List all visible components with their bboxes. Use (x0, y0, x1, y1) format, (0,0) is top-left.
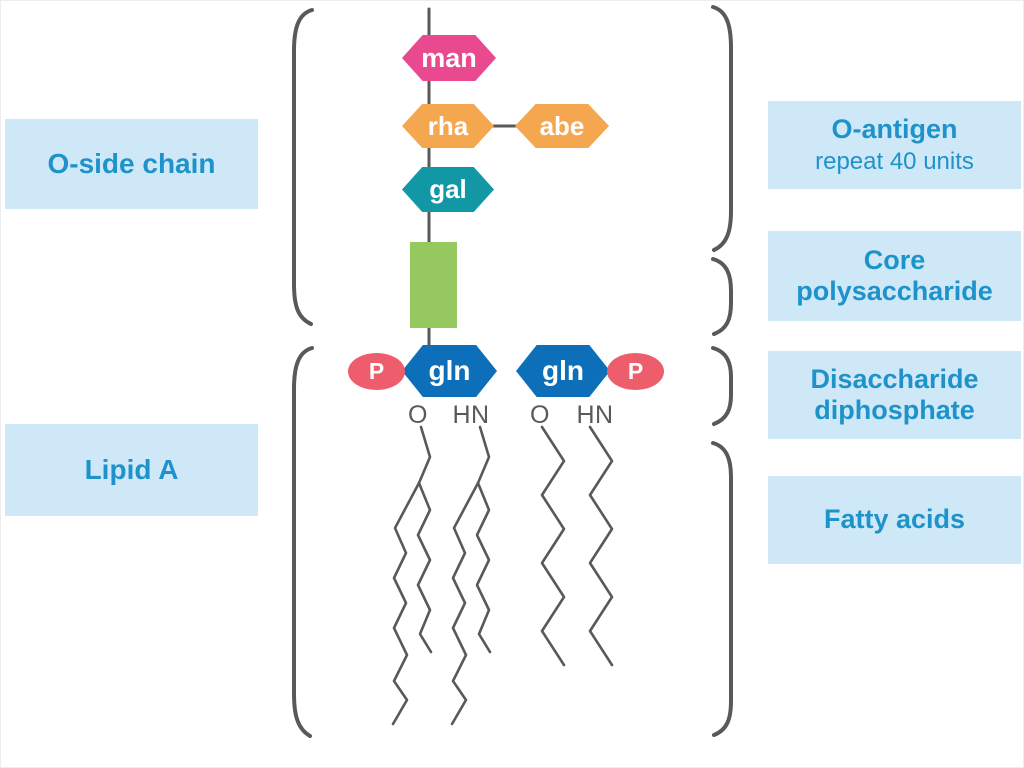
linkage-label-o-right: O (530, 401, 550, 429)
annotation-o-antigen-subtitle: repeat 40 units (815, 148, 974, 176)
annotation-box-core-polysaccharide: Core polysaccharide (768, 231, 1021, 321)
disaccharide-diphosphate-bracket (711, 346, 733, 426)
sugar-hexagon-abe: abe (515, 104, 609, 148)
linkage-label-o-left: O (408, 401, 428, 429)
phosphate-label-right: P (627, 358, 644, 384)
fatty-chain-3 (540, 425, 566, 667)
o-antigen-bracket (711, 5, 733, 252)
annotation-box-disaccharide-diphosphate: Disaccharide diphosphate (768, 351, 1021, 439)
fatty-chain-1-stem (417, 425, 432, 485)
left-brackets (292, 8, 314, 738)
fatty-chain-1-main (391, 481, 421, 726)
phosphate-label-left: P (368, 358, 385, 384)
fatty-acids-bracket (711, 441, 733, 737)
lipid-a-bracket (292, 346, 314, 738)
annotation-core-polysaccharide-label: Core polysaccharide (796, 244, 993, 306)
fatty-chain-1-branch (416, 481, 433, 654)
sugar-hexagon-gln-left: gln (402, 345, 497, 397)
annotation-box-o-side-chain: O-side chain (5, 119, 258, 209)
annotation-box-lipid-a: Lipid A (5, 424, 258, 516)
annotation-disaccharide-diphosphate-label: Disaccharide diphosphate (810, 363, 979, 425)
annotation-lipid-a-label: Lipid A (84, 453, 179, 485)
sugar-label-gln-right: gln (542, 355, 584, 386)
sugar-label-man: man (421, 42, 477, 73)
annotation-box-fatty-acids: Fatty acids (768, 476, 1021, 564)
fatty-chain-2-branch (475, 481, 492, 654)
core-polysaccharide-bracket (711, 257, 733, 336)
sugar-label-abe: abe (539, 110, 585, 141)
fatty-chain-2-main (450, 481, 480, 726)
core-polysaccharide-block (410, 242, 457, 328)
sugar-label-gln-left: gln (428, 355, 471, 386)
phosphate-badge-left: P (348, 353, 405, 390)
sugar-hexagon-gln-right: gln (516, 345, 610, 397)
sugar-hexagon-rha: rha (402, 104, 494, 148)
linkage-label-hn-left: HN (452, 401, 490, 429)
annotation-o-side-chain-label: O-side chain (47, 147, 216, 179)
fatty-chain-4 (588, 425, 614, 667)
phosphate-badge-right: P (607, 353, 664, 390)
annotation-box-o-antigen: O-antigen repeat 40 units (768, 101, 1021, 189)
linkage-label-hn-right: HN (576, 401, 614, 429)
fatty-chain-2-stem (476, 425, 491, 485)
right-brackets (711, 5, 733, 737)
sugar-hexagon-gal: gal (402, 167, 494, 212)
sugar-hexagon-man: man (402, 35, 496, 81)
fatty-acid-chains (391, 425, 614, 726)
sugar-label-rha: rha (427, 110, 469, 141)
o-side-chain-bracket (292, 8, 314, 326)
sugar-label-gal: gal (429, 174, 467, 204)
annotation-fatty-acids-label: Fatty acids (823, 504, 966, 535)
annotation-o-antigen-title: O-antigen (831, 114, 958, 145)
